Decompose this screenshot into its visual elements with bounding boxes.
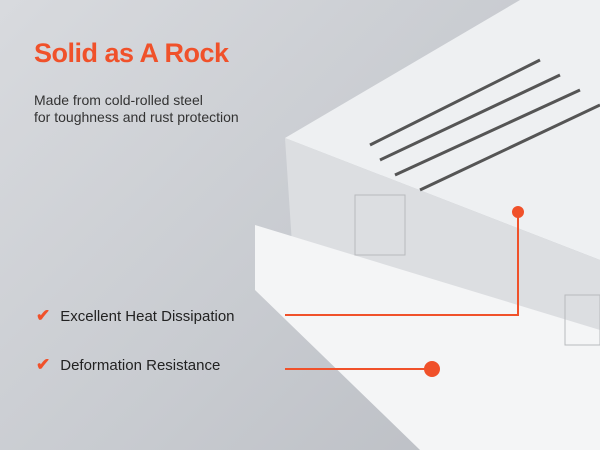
callout-dot [512, 206, 524, 218]
subtitle-line: Made from cold-rolled steel [34, 92, 203, 108]
check-icon: ✔ [36, 306, 51, 325]
feature-heat-dissipation: ✔ Excellent Heat Dissipation [36, 306, 235, 326]
vent-slots [369, 58, 600, 192]
feature-label: Excellent Heat Dissipation [60, 307, 235, 325]
headline: Solid as A Rock [34, 38, 229, 68]
case-front-bracket [255, 225, 600, 450]
case-cutout [564, 294, 600, 346]
subtitle-line: for toughness and rust protection [34, 109, 239, 125]
case-cutout [354, 194, 406, 256]
feature-deformation-resistance: ✔ Deformation Resistance [36, 355, 220, 375]
subtitle: Made from cold-rolled steel for toughnes… [34, 92, 239, 126]
callout-lines [285, 206, 524, 377]
callout-dot [424, 361, 440, 377]
feature-label: Deformation Resistance [60, 356, 221, 374]
check-icon: ✔ [36, 355, 51, 374]
